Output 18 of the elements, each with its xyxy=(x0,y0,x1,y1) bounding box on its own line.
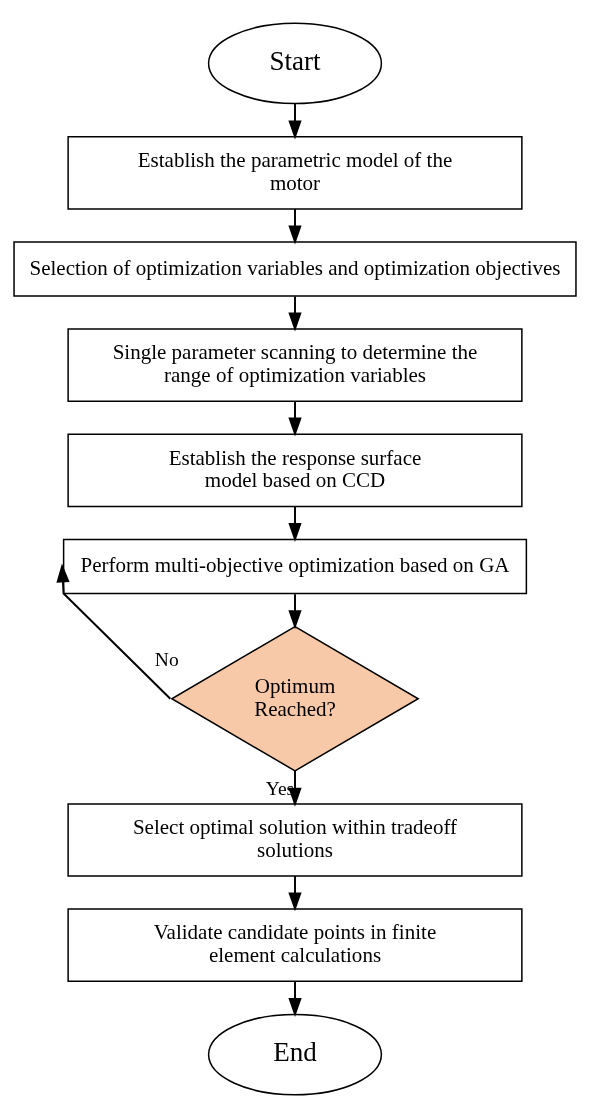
arrow xyxy=(288,980,302,1018)
node-box: Establish the parametric model of the motor xyxy=(67,136,523,210)
node-box: Selection of optimization variables and optimization objectives xyxy=(13,241,577,297)
node-box: Establish the response surface model based on CCD xyxy=(67,433,523,508)
arrow xyxy=(288,593,302,630)
node-box: Single parameter scanning to determine the range of optimization variables xyxy=(67,328,523,402)
node-ellipse: Start xyxy=(207,22,383,105)
node-box: Perform multi-objective optimization based on GA xyxy=(62,538,528,595)
arrow xyxy=(288,505,302,542)
arrow xyxy=(288,875,302,912)
node-box: Validate candidate points in finite element calculations xyxy=(67,908,523,982)
node-box: Select optimal solution within tradeoff solutions xyxy=(67,803,523,877)
arrow xyxy=(288,102,302,140)
arrow xyxy=(288,295,302,332)
arrow xyxy=(288,400,302,437)
node-ellipse: End xyxy=(207,1013,383,1096)
arrow xyxy=(56,563,172,700)
arrow xyxy=(288,208,302,245)
